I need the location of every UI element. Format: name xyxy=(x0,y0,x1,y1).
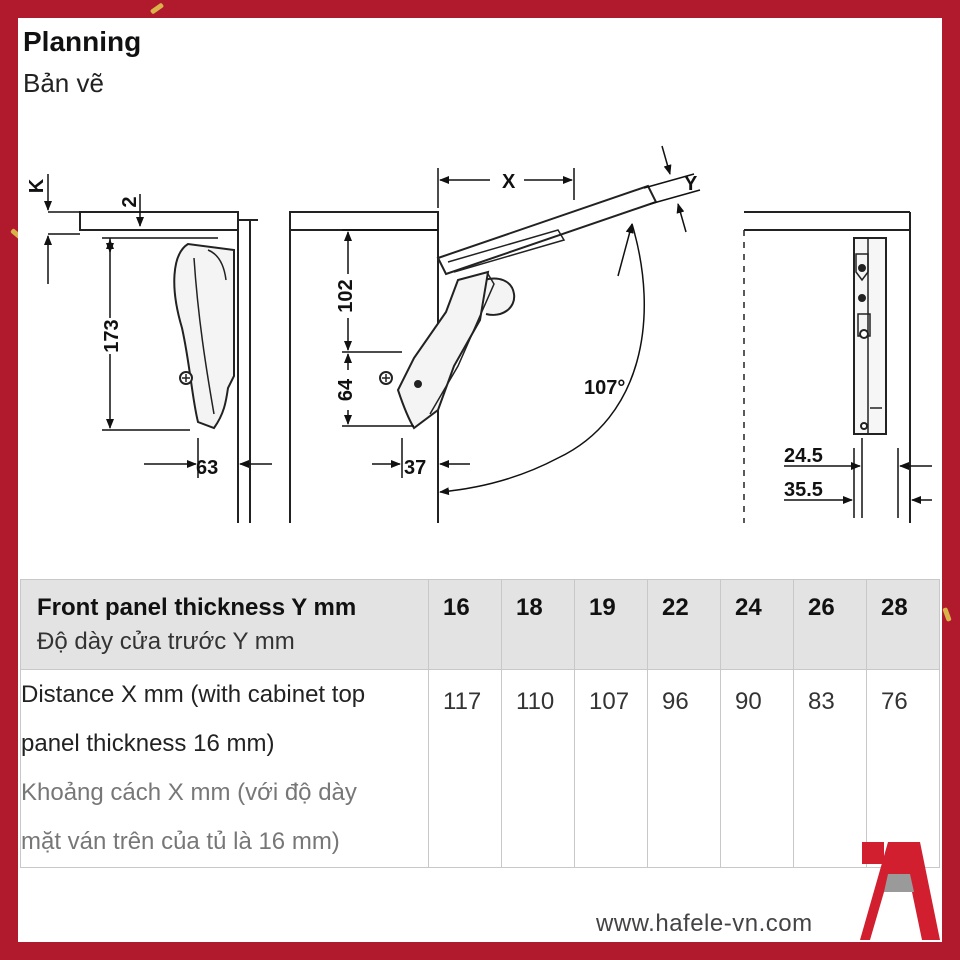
dim-label-2: 2 xyxy=(119,196,141,207)
distance-cell: 76 xyxy=(866,669,940,868)
thickness-value: 22 xyxy=(662,594,689,621)
distance-value: 83 xyxy=(808,688,835,715)
hinge-mount xyxy=(483,277,516,316)
thickness-cell: 24 xyxy=(720,579,794,670)
distance-cell: 117 xyxy=(428,669,502,868)
dim-label-x: X xyxy=(502,171,516,193)
lift-mechanism xyxy=(173,242,235,430)
distance-cell: 110 xyxy=(501,669,575,868)
distance-value: 90 xyxy=(735,688,762,715)
cabinet-top-panel xyxy=(289,211,439,231)
distance-value: 110 xyxy=(516,688,555,715)
distance-cell: 107 xyxy=(574,669,648,868)
right-view-dimensions xyxy=(784,438,932,518)
dim-label-24-5: 24.5 xyxy=(784,445,823,467)
thickness-cell: 18 xyxy=(501,579,575,670)
row-label-en-line: panel thickness 16 mm) xyxy=(21,730,275,757)
front-panel-flap xyxy=(436,184,658,276)
cabinet-top-panel xyxy=(79,211,239,231)
thickness-value: 19 xyxy=(589,594,616,621)
middle-view xyxy=(289,184,658,523)
planning-card: Planning Bản vẽ xyxy=(18,18,942,942)
table-header-label: Front panel thickness Y mm Độ dày cửa tr… xyxy=(20,579,429,670)
row-label-vi-line: mặt ván trên của tủ là 16 mm) xyxy=(21,828,340,855)
dim-label-k: K xyxy=(26,178,48,193)
distance-value: 117 xyxy=(443,688,482,715)
angle-label-107: 107° xyxy=(584,377,625,399)
row-label: Distance X mm (with cabinet top panel th… xyxy=(20,669,429,868)
distance-value: 107 xyxy=(589,688,630,715)
distance-value: 96 xyxy=(662,688,689,715)
dim-label-35-5: 35.5 xyxy=(784,479,823,501)
thickness-distance-table: Front panel thickness Y mm Độ dày cửa tr… xyxy=(20,579,940,868)
website-url: www.hafele-vn.com xyxy=(596,910,813,937)
thickness-value: 24 xyxy=(735,594,762,621)
distance-cell: 90 xyxy=(720,669,794,868)
thickness-cell: 19 xyxy=(574,579,648,670)
page-subtitle: Bản vẽ xyxy=(23,68,104,98)
dim-label-102: 102 xyxy=(335,279,357,312)
right-view xyxy=(743,211,911,523)
table-header-row: Front panel thickness Y mm Độ dày cửa tr… xyxy=(20,579,940,670)
technical-drawing: K 2 173 63 xyxy=(26,145,932,523)
thickness-cell: 28 xyxy=(866,579,940,670)
thickness-value: 18 xyxy=(516,594,543,621)
lift-arm xyxy=(396,270,490,430)
page-title: Planning xyxy=(23,26,142,57)
distance-value: 76 xyxy=(881,688,908,715)
distance-cell: 83 xyxy=(793,669,867,868)
thickness-cell: 22 xyxy=(647,579,721,670)
table-row: Distance X mm (with cabinet top panel th… xyxy=(20,669,940,868)
thickness-cell: 16 xyxy=(428,579,502,670)
dim-label-y: Y xyxy=(684,173,698,195)
thickness-value: 16 xyxy=(443,594,470,621)
dim-label-64: 64 xyxy=(335,378,357,401)
dim-label-173: 173 xyxy=(101,319,123,352)
thickness-value: 26 xyxy=(808,594,835,621)
header-label-vi: Độ dày cửa trước Y mm xyxy=(37,628,295,655)
distance-cell: 96 xyxy=(647,669,721,868)
header-label-en: Front panel thickness Y mm xyxy=(37,594,357,621)
hafele-logo xyxy=(860,842,940,940)
dim-label-37: 37 xyxy=(404,457,426,479)
row-label-en-line: Distance X mm (with cabinet top xyxy=(21,681,366,708)
dim-label-63: 63 xyxy=(196,457,218,479)
thickness-cell: 26 xyxy=(793,579,867,670)
left-view-dimensions xyxy=(44,174,272,478)
thickness-value: 28 xyxy=(881,594,908,621)
confetti-decoration xyxy=(942,607,952,622)
row-label-vi-line: Khoảng cách X mm (với độ dày xyxy=(21,779,357,806)
left-view xyxy=(79,211,258,523)
confetti-decoration xyxy=(149,2,165,15)
middle-view-dimensions xyxy=(342,145,701,496)
